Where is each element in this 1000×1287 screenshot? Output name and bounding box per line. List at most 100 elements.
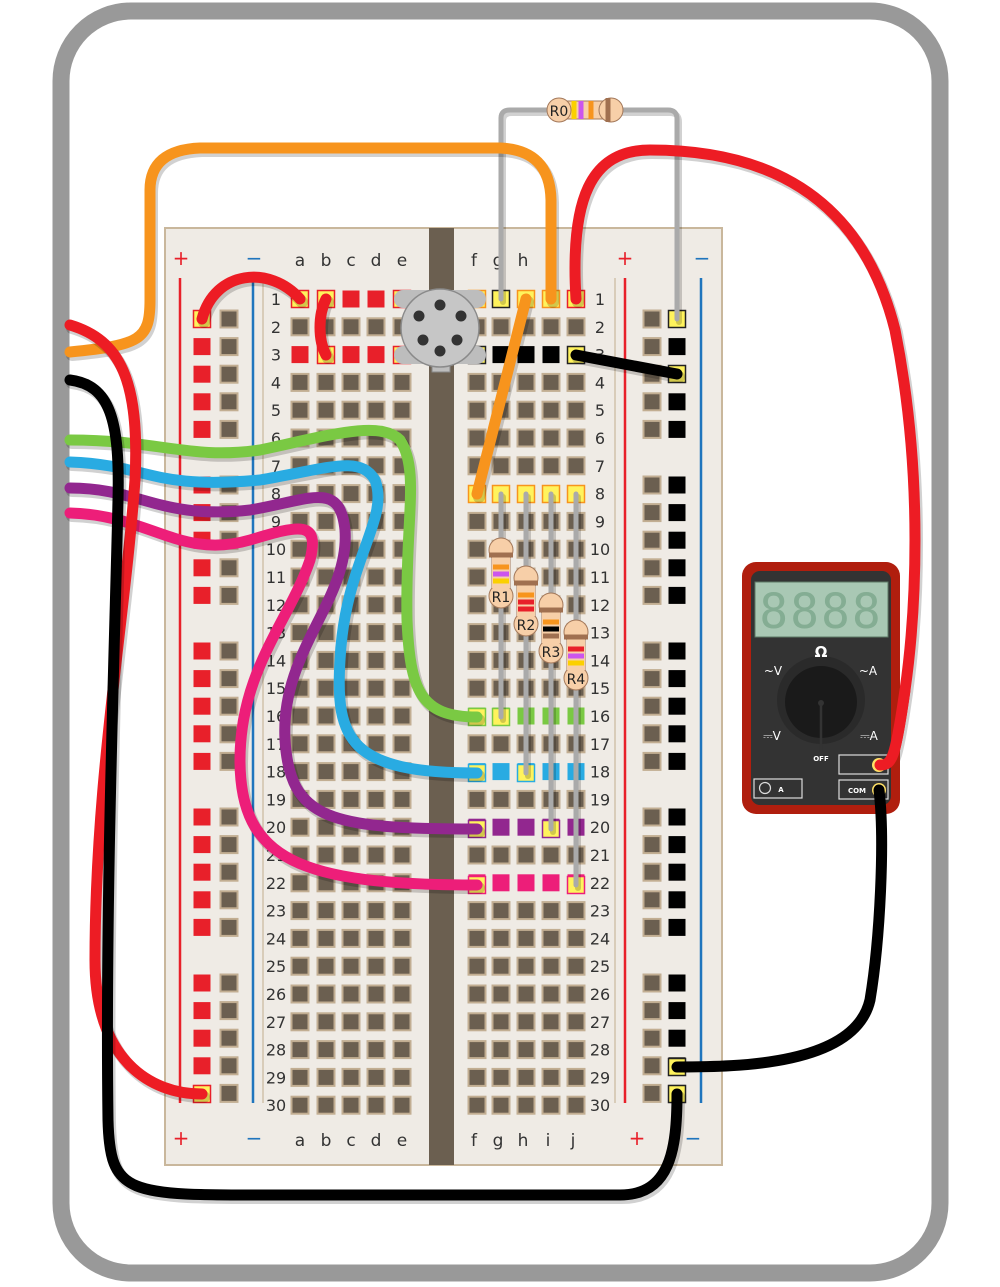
hole[interactable] [290,372,310,392]
hole[interactable] [541,845,561,865]
wire-black-meter[interactable] [671,784,888,1073]
hole[interactable] [541,984,561,1004]
rail-hole-plus[interactable] [642,1083,662,1103]
rail-hole-minus[interactable] [668,559,686,577]
rail-hole-minus[interactable] [219,1056,239,1076]
hole[interactable] [467,539,487,559]
hole[interactable] [341,484,361,504]
hole[interactable] [467,372,487,392]
rail-hole-plus[interactable] [642,917,662,937]
hole[interactable] [467,595,487,615]
hole[interactable] [467,1067,487,1087]
hole[interactable] [366,845,386,865]
rail-hole-plus[interactable] [642,1056,662,1076]
hole[interactable] [290,928,310,948]
hole[interactable] [467,678,487,698]
hole[interactable] [542,874,560,892]
hole[interactable] [316,928,336,948]
hole[interactable] [290,901,310,921]
hole[interactable] [541,317,561,337]
hole[interactable] [290,873,310,893]
hole[interactable] [566,928,586,948]
rail-hole-minus[interactable] [668,420,686,438]
hole[interactable] [467,1040,487,1060]
hole[interactable] [316,678,336,698]
rail-hole-plus[interactable] [642,807,662,827]
hole[interactable] [341,1040,361,1060]
wire-red-meter-end[interactable] [874,684,911,771]
rail-hole-plus[interactable] [193,559,211,577]
rail-hole-minus[interactable] [668,476,686,494]
rail-hole-plus[interactable] [193,863,211,881]
hole[interactable] [392,1067,412,1087]
hole[interactable] [316,901,336,921]
hole[interactable] [366,901,386,921]
rail-hole-minus[interactable] [668,1002,686,1020]
rail-hole-plus[interactable] [193,725,211,743]
rail-hole-plus[interactable] [642,337,662,357]
hole[interactable] [290,817,310,837]
resistor-r3[interactable]: R3 [538,592,564,664]
rail-hole-minus[interactable] [668,891,686,909]
rail-hole-minus[interactable] [668,670,686,688]
hole[interactable] [516,428,536,448]
hole[interactable] [341,1012,361,1032]
hole[interactable] [341,984,361,1004]
hole[interactable] [341,762,361,782]
hole[interactable] [541,1040,561,1060]
hole[interactable] [316,984,336,1004]
hole[interactable] [290,984,310,1004]
hole[interactable] [541,372,561,392]
hole[interactable] [491,1012,511,1032]
hole[interactable] [517,874,535,892]
r0-lead-left[interactable] [498,107,558,302]
hole[interactable] [342,290,360,308]
hole[interactable] [516,456,536,476]
hole[interactable] [491,456,511,476]
hole[interactable] [392,1012,412,1032]
hole[interactable] [516,1012,536,1032]
rail-hole-minus[interactable] [668,863,686,881]
rail-hole-minus[interactable] [668,974,686,992]
hole[interactable] [341,789,361,809]
wire-black-j3-rail[interactable] [570,349,683,380]
hole[interactable] [366,1012,386,1032]
hole[interactable] [541,428,561,448]
resistor-r2[interactable]: R2 [513,565,539,637]
wire-red-rail-a1[interactable] [196,271,306,325]
hole[interactable] [467,928,487,948]
hole[interactable] [467,1012,487,1032]
hole[interactable] [290,956,310,976]
hole[interactable] [316,1067,336,1087]
rail-hole-minus[interactable] [668,642,686,660]
rail-hole-minus[interactable] [219,585,239,605]
rail-hole-minus[interactable] [668,697,686,715]
rail-hole-plus[interactable] [642,1001,662,1021]
hole[interactable] [467,1095,487,1115]
hole[interactable] [566,317,586,337]
hole[interactable] [366,400,386,420]
hole[interactable] [290,706,310,726]
hole[interactable] [392,706,412,726]
rail-hole-minus[interactable] [668,918,686,936]
hole[interactable] [366,623,386,643]
hole[interactable] [566,1012,586,1032]
wire-orange-diag[interactable] [471,293,532,500]
rail-hole-minus[interactable] [668,808,686,826]
hole[interactable] [542,346,560,364]
hole[interactable] [516,789,536,809]
hole[interactable] [341,1067,361,1087]
rail-hole-minus[interactable] [668,586,686,604]
hole[interactable] [491,789,511,809]
rail-hole-minus[interactable] [219,724,239,744]
rail-hole-plus[interactable] [642,835,662,855]
rail-hole-plus[interactable] [193,1002,211,1020]
rail-hole-minus[interactable] [219,558,239,578]
rail-hole-plus[interactable] [193,420,211,438]
hole[interactable] [366,595,386,615]
sensor-body[interactable] [400,288,480,368]
hole[interactable] [316,706,336,726]
rail-hole-minus[interactable] [219,309,239,329]
rail-hole-minus[interactable] [668,836,686,854]
hole[interactable] [516,984,536,1004]
